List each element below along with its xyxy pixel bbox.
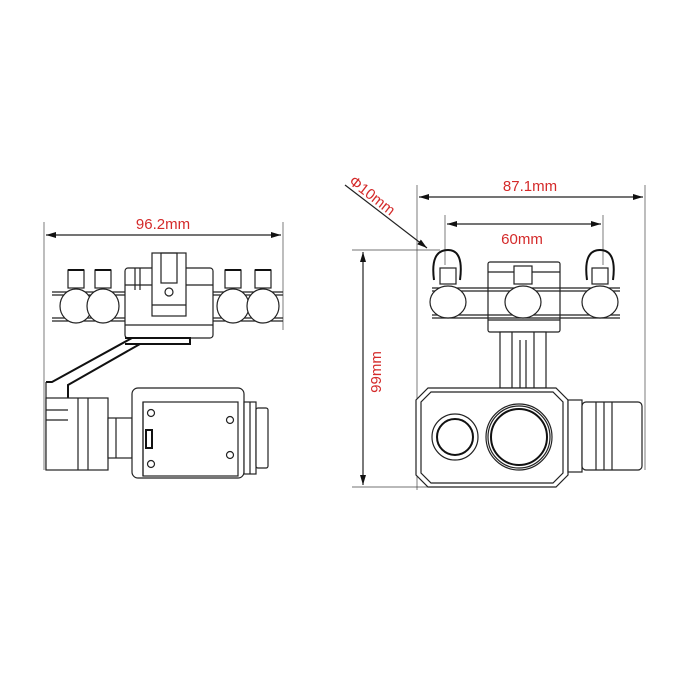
front-height-dimension: 99mm <box>352 249 440 488</box>
front-dampers <box>429 248 620 333</box>
front-stem <box>499 331 547 389</box>
damper-diameter-callout: Φ10mm <box>344 173 428 249</box>
side-width-label: 96.2mm <box>136 216 190 233</box>
side-dampers <box>52 252 283 339</box>
side-view: 96.2mm <box>43 216 284 479</box>
side-camera-body <box>107 387 269 479</box>
front-camera-head <box>415 387 643 488</box>
damper-diameter-label: Φ10mm <box>346 173 399 219</box>
side-width-dimension: 96.2mm <box>43 216 284 470</box>
mount-spacing-label: 60mm <box>501 231 543 248</box>
front-height-label: 99mm <box>368 351 385 393</box>
mount-spacing-dimension: 60mm <box>444 215 604 265</box>
front-width-label: 87.1mm <box>503 178 557 195</box>
side-arm <box>45 337 191 471</box>
front-view: 87.1mm 60mm Φ10mm 99mm <box>344 173 646 490</box>
